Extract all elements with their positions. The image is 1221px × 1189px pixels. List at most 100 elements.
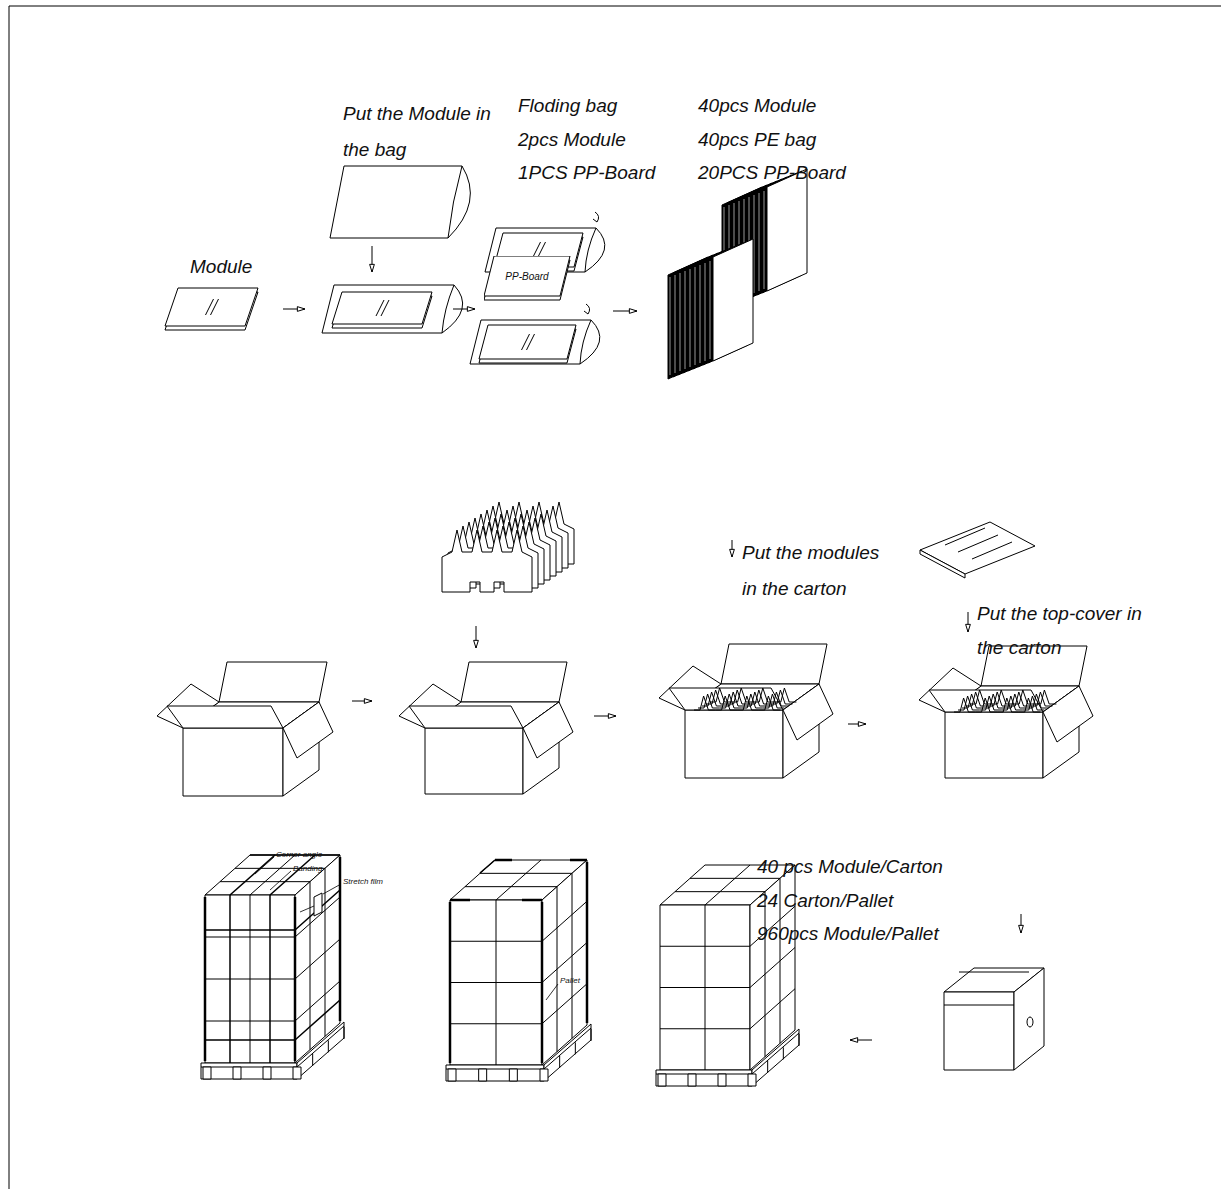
arrow-head xyxy=(370,264,375,272)
drawing-line xyxy=(690,269,691,367)
pallet xyxy=(201,1063,297,1079)
drawing-line xyxy=(522,899,542,902)
divider-insert xyxy=(442,530,532,592)
drawing-line xyxy=(496,860,541,900)
step-note: Floding bag xyxy=(518,94,617,118)
drawing-line xyxy=(705,905,706,1070)
pallet-block xyxy=(688,1074,696,1086)
drawing-line xyxy=(496,900,497,1065)
quantity-note: 24 Carton/Pallet xyxy=(757,889,893,913)
drawing-line xyxy=(527,334,535,350)
pe-bag-opening xyxy=(585,228,596,272)
pallet-block xyxy=(233,1067,241,1079)
pallet-block xyxy=(748,1074,756,1086)
drawing-line xyxy=(559,1056,560,1068)
drawing-line xyxy=(205,929,295,931)
carton-stack-front xyxy=(450,900,542,1065)
pallet-block xyxy=(263,1067,271,1079)
step-note: Put the modules in the carton xyxy=(742,535,897,607)
step-note: Put the top-cover in the carton xyxy=(977,597,1147,665)
drawing-line xyxy=(750,948,795,988)
drawing-line xyxy=(450,899,470,902)
drawing-line xyxy=(255,857,274,874)
drawing-line xyxy=(376,300,384,316)
pallet-block xyxy=(658,1074,666,1086)
pallet xyxy=(656,1070,752,1086)
drawing-line xyxy=(572,873,573,1038)
pe-bag-opening xyxy=(448,166,462,238)
drawing-line xyxy=(250,855,295,895)
drawing-line xyxy=(344,1027,345,1039)
quantity-note: 40pcs Module xyxy=(698,94,816,118)
pallet-block xyxy=(479,1069,487,1081)
carton-flap xyxy=(283,702,333,758)
drawing-line xyxy=(958,535,998,552)
carton-flap xyxy=(167,706,283,728)
divider-insert xyxy=(970,690,1056,704)
drawing-line xyxy=(541,902,544,1063)
drawing-line xyxy=(783,1047,784,1059)
drawing-line xyxy=(9,6,10,1189)
pallet-block xyxy=(203,1067,211,1079)
drawing-line xyxy=(546,984,558,1000)
arrow-head xyxy=(858,722,866,727)
pe-bag-opening xyxy=(580,320,591,364)
drawing-line xyxy=(465,886,557,887)
drawing-line xyxy=(542,984,587,1024)
pe-bag-opening xyxy=(442,285,454,333)
drawing-line xyxy=(480,873,572,874)
module xyxy=(479,325,576,359)
pe-bag xyxy=(322,285,463,333)
drawing-line xyxy=(220,881,310,882)
hand-hole xyxy=(1027,1017,1033,1027)
pallet-block xyxy=(509,1069,517,1081)
quantity-note: 960pcs Module/Pallet xyxy=(757,922,939,946)
drawing-line xyxy=(229,895,231,1063)
top-cover xyxy=(920,522,1035,574)
pe-bag xyxy=(470,320,600,364)
drawing-line xyxy=(690,878,780,879)
drawing-line xyxy=(759,193,760,291)
carton-flap xyxy=(721,644,827,684)
carton-flap xyxy=(219,662,327,702)
arrow-head xyxy=(467,307,475,312)
drawing-line xyxy=(591,1029,592,1041)
callout-label: Corner angle xyxy=(276,850,322,860)
drawing-line xyxy=(705,865,750,905)
quantity-note: 20PCS PP-Board xyxy=(698,161,846,185)
carton-front xyxy=(425,728,523,794)
drawing-line xyxy=(799,1034,800,1046)
module-stack-plate xyxy=(713,239,753,361)
drawing-line xyxy=(675,891,765,892)
divider-insert xyxy=(442,530,532,592)
arrow-head xyxy=(966,624,971,632)
drawing-line xyxy=(495,859,512,862)
drawing-line xyxy=(675,275,676,373)
drawing-line xyxy=(270,871,291,890)
module-stack-plate xyxy=(767,169,807,291)
pp-board-face xyxy=(484,256,570,296)
drawing-line xyxy=(480,860,495,873)
drawing-line xyxy=(295,939,340,979)
divider-insert xyxy=(710,688,796,702)
drawing-line xyxy=(295,981,340,1021)
drawing-line xyxy=(710,261,711,359)
drawing-line xyxy=(945,528,985,545)
drawing-line xyxy=(584,311,588,314)
drawing-line xyxy=(269,895,271,1063)
arrow-head xyxy=(850,1038,858,1043)
pallet-block xyxy=(448,1069,456,1081)
carton-flap xyxy=(461,662,567,702)
quantity-note: 40 pcs Module/Carton xyxy=(757,855,943,879)
carton-side xyxy=(1014,968,1044,1070)
pallet xyxy=(297,1022,344,1079)
drawing-line xyxy=(959,972,1029,973)
drawing-line xyxy=(9,6,1221,7)
drawing-line xyxy=(205,1039,295,1041)
module xyxy=(332,292,432,324)
carton-front xyxy=(183,728,283,796)
drawing-line xyxy=(381,300,389,316)
drawing-line xyxy=(685,271,686,369)
drawing-line xyxy=(295,1000,340,1040)
callout-label: Pallet xyxy=(560,976,580,986)
